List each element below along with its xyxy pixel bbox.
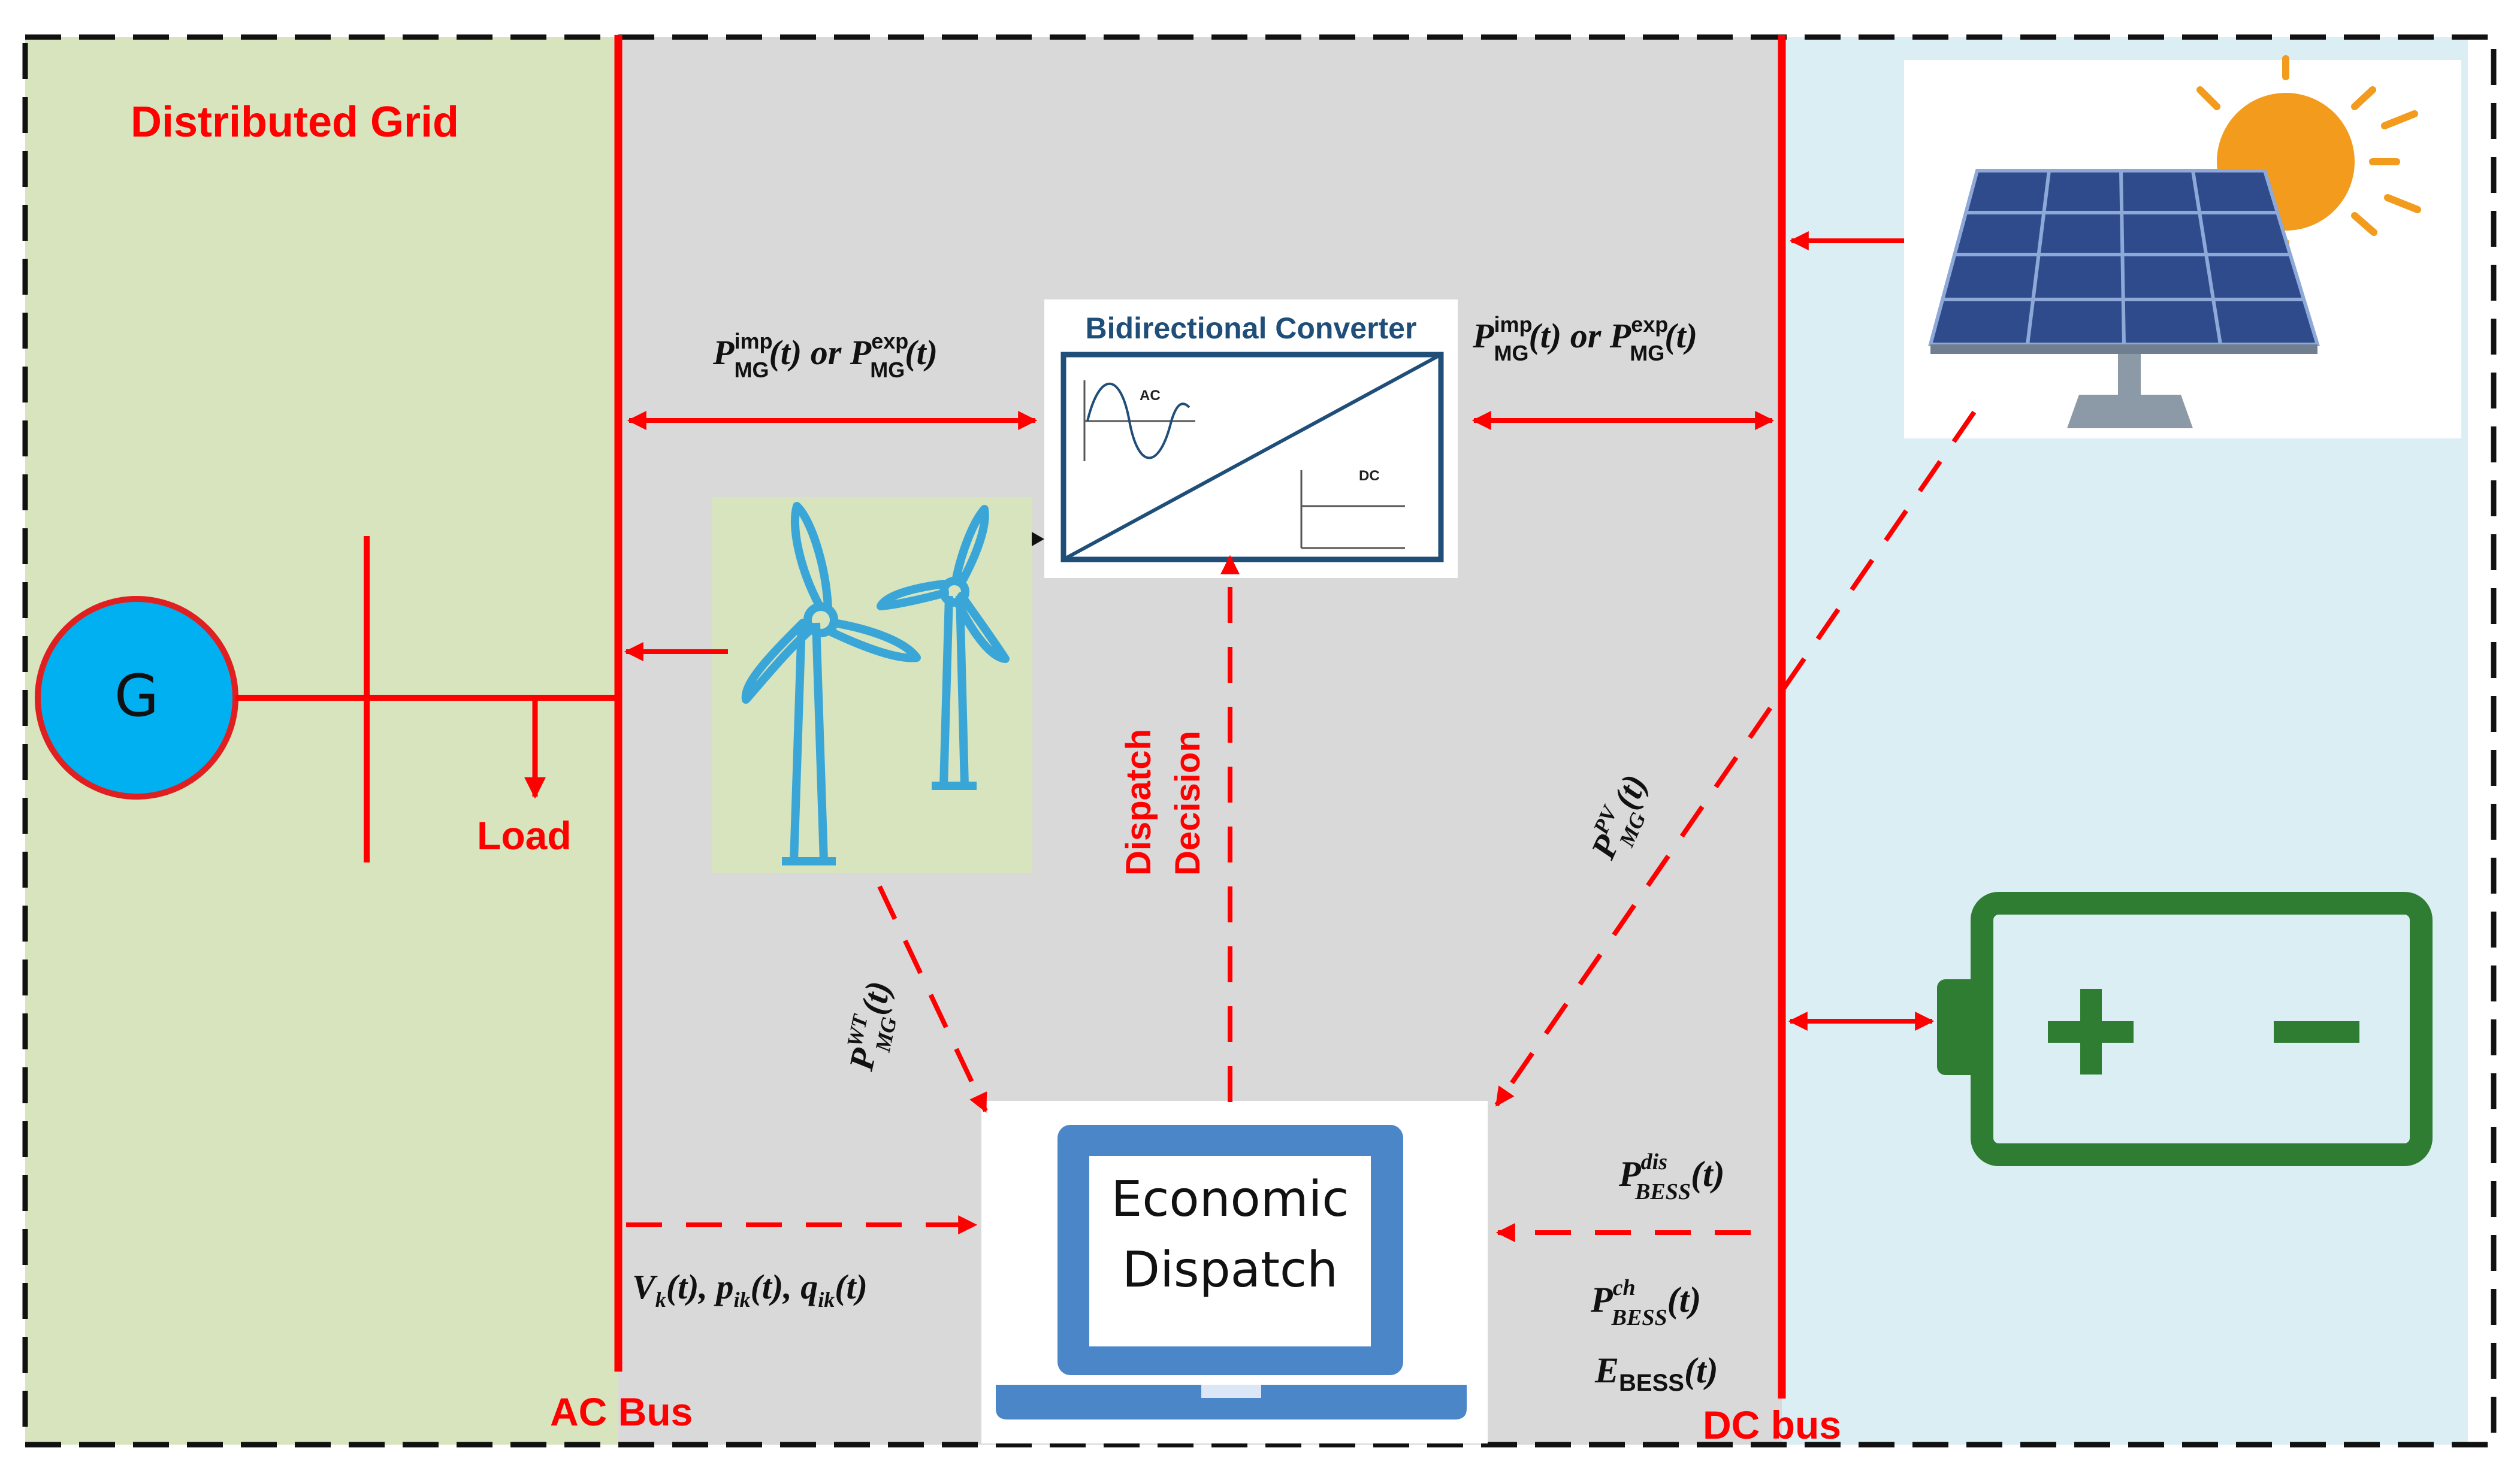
converter-icon: [1044, 299, 1458, 578]
grid-measurements-label: Vk(t), pik(t), qik(t): [632, 1267, 868, 1312]
converter-left-pointer: [1032, 532, 1044, 546]
converter-dc-label: DC: [1359, 468, 1380, 484]
load-label: Load: [477, 813, 572, 858]
dispatch-line1: Economic: [1111, 1171, 1349, 1228]
ac-bus-label: AC Bus: [550, 1390, 693, 1434]
dispatch-line2: Dispatch: [1122, 1242, 1338, 1299]
solar-panel-icon: [1904, 55, 2461, 438]
generator-symbol: G: [114, 662, 159, 730]
wind-turbine-icon: [712, 497, 1032, 873]
pv-power-arrow: [1494, 410, 1977, 1107]
laptop-icon: [981, 1101, 1488, 1443]
grid-region-label: Distributed Grid: [131, 98, 459, 146]
wind-power-arrow: [877, 885, 988, 1113]
bess-energy-label: EBESS(t): [1594, 1351, 1718, 1396]
converter-ac-label: AC: [1140, 388, 1161, 404]
dc-bus-label: DC bus: [1703, 1403, 1841, 1447]
wind-power-label: PWTMG(t): [838, 977, 908, 1076]
battery-icon: [1937, 892, 2433, 1166]
converter-title: Bidirectional Converter: [1086, 311, 1417, 345]
